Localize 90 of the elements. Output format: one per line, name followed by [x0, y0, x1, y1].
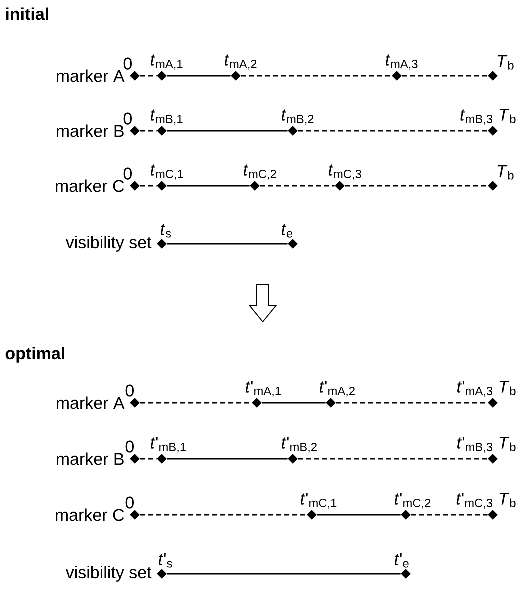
timeline-segment: [167, 130, 288, 132]
time-point: 0: [124, 168, 140, 191]
node-label: 0: [126, 440, 134, 453]
node-label: t$_{mC,2}$: [244, 164, 276, 180]
time-point: 0: [126, 384, 140, 408]
node-label: 0: [124, 112, 132, 125]
node-label: t'$_{mA,2}$: [320, 380, 355, 397]
node-label: T$_{b}$: [500, 380, 516, 396]
timeline-segment: [167, 243, 288, 245]
node-label: t'$_{mB,2}$: [282, 436, 317, 453]
node-label: t'$_{mC,3}$: [456, 492, 493, 509]
time-point: t$_{mA,3}$: [386, 54, 418, 81]
node-label: t$_{mB,2}$: [282, 110, 314, 125]
time-point: t'$_{mB,1}$: [150, 437, 186, 464]
row-label: visibility set: [66, 566, 152, 582]
time-point: 0: [124, 58, 140, 81]
time-point: t$_{mB,1}$: [150, 110, 183, 136]
node-label: 0: [124, 58, 132, 70]
timeline-segment: [402, 75, 488, 77]
node-label: t$_{mB,3}$: [460, 110, 493, 125]
timeline-segment: [140, 130, 157, 132]
node-label: T$_{b}$: [500, 108, 516, 124]
timeline-segment: [167, 573, 401, 575]
timeline-segment: [260, 185, 335, 187]
node-label: 0: [126, 384, 134, 397]
time-point: 0: [124, 112, 140, 136]
node-label: t'$_{mB,3}$: [458, 436, 493, 453]
node-label: T$_{b}$: [498, 165, 514, 180]
time-point: t'$_{e}$: [394, 553, 411, 579]
time-point: t$_{mA,2}$: [224, 54, 257, 81]
node-label: t$_{mC,1}$: [150, 164, 184, 180]
timeline-segment: [167, 75, 231, 77]
timeline-segment: [140, 185, 157, 187]
timeline-segment: [317, 514, 401, 516]
time-point: t$_{mB,2}$: [282, 110, 314, 136]
node-label: t'$_{mC,1}$: [300, 492, 337, 509]
time-point: t'$_{mC,3}$ T$_{b}$: [456, 493, 516, 520]
row-label: visibility set: [66, 236, 152, 252]
node-label: t'$_{s}$: [158, 553, 172, 568]
node-label: t$_{mB,1}$: [150, 110, 183, 125]
node-label: t$_{mC,3}$: [328, 164, 362, 180]
time-point: 0: [126, 496, 140, 520]
node-label: T$_{b}$: [500, 436, 516, 452]
node-label: t'$_{mB,1}$: [150, 436, 186, 453]
node-label: t$_{mA,2}$: [224, 54, 257, 70]
time-point: t'$_{mB,3}$ T$_{b}$: [458, 437, 516, 464]
node-label: t'$_{mA,3}$: [458, 380, 493, 397]
node-label: t$_{mA,1}$: [150, 54, 183, 70]
time-point: t'$_{mA,3}$ T$_{b}$: [458, 381, 516, 408]
node-label: 0: [126, 496, 134, 509]
timeline-segment: [167, 185, 250, 187]
node-label: 0: [124, 168, 132, 180]
title-text: optimal: [6, 347, 64, 363]
node-label: T$_{b}$: [498, 55, 514, 70]
timeline-segment: [336, 402, 488, 404]
time-point: t$_{mA,1}$: [150, 54, 183, 81]
time-point: T$_{b}$: [488, 165, 514, 191]
time-point: t'$_{mC,2}$: [394, 493, 431, 520]
time-point: t$_{e}$: [282, 224, 298, 249]
time-point: t'$_{s}$: [157, 553, 172, 579]
time-point: t'$_{mA,1}$: [246, 381, 281, 408]
timeline-segment: [298, 458, 488, 460]
node-label: t'$_{e}$: [394, 553, 409, 568]
time-point: t$_{mB,3}$ T$_{b}$: [460, 109, 516, 136]
timeline-segment: [262, 402, 326, 404]
title-text: initial: [6, 8, 48, 20]
timeline-segment: [140, 458, 157, 460]
timeline-segment: [345, 185, 488, 187]
time-point: t$_{mC,2}$: [244, 164, 276, 191]
timeline-segment: [241, 75, 392, 77]
node-label: t$_{s}$: [160, 224, 172, 238]
timeline-segment: [411, 514, 488, 516]
timeline-segment: [140, 514, 307, 516]
node-label: t'$_{mA,1}$: [246, 380, 281, 397]
timeline-segment: [140, 402, 252, 404]
timeline-segment: [140, 75, 157, 77]
time-point: t$_{mC,3}$: [328, 164, 362, 191]
node-label: t$_{e}$: [282, 224, 293, 238]
time-point: t$_{mC,1}$: [150, 164, 184, 191]
node-label: t'$_{mC,2}$: [394, 492, 431, 509]
timeline-segment: [298, 130, 488, 132]
time-point: t'$_{mA,2}$: [320, 381, 355, 408]
timeline-segment: [167, 458, 288, 460]
node-label: T$_{b}$: [500, 492, 516, 508]
time-point: 0: [126, 440, 140, 464]
node-label: t$_{mA,3}$: [386, 54, 418, 70]
time-point: T$_{b}$: [488, 55, 514, 81]
time-point: t'$_{mC,1}$: [300, 493, 337, 520]
time-point: t'$_{mB,2}$: [282, 437, 317, 464]
time-point: t$_{s}$: [157, 224, 172, 249]
